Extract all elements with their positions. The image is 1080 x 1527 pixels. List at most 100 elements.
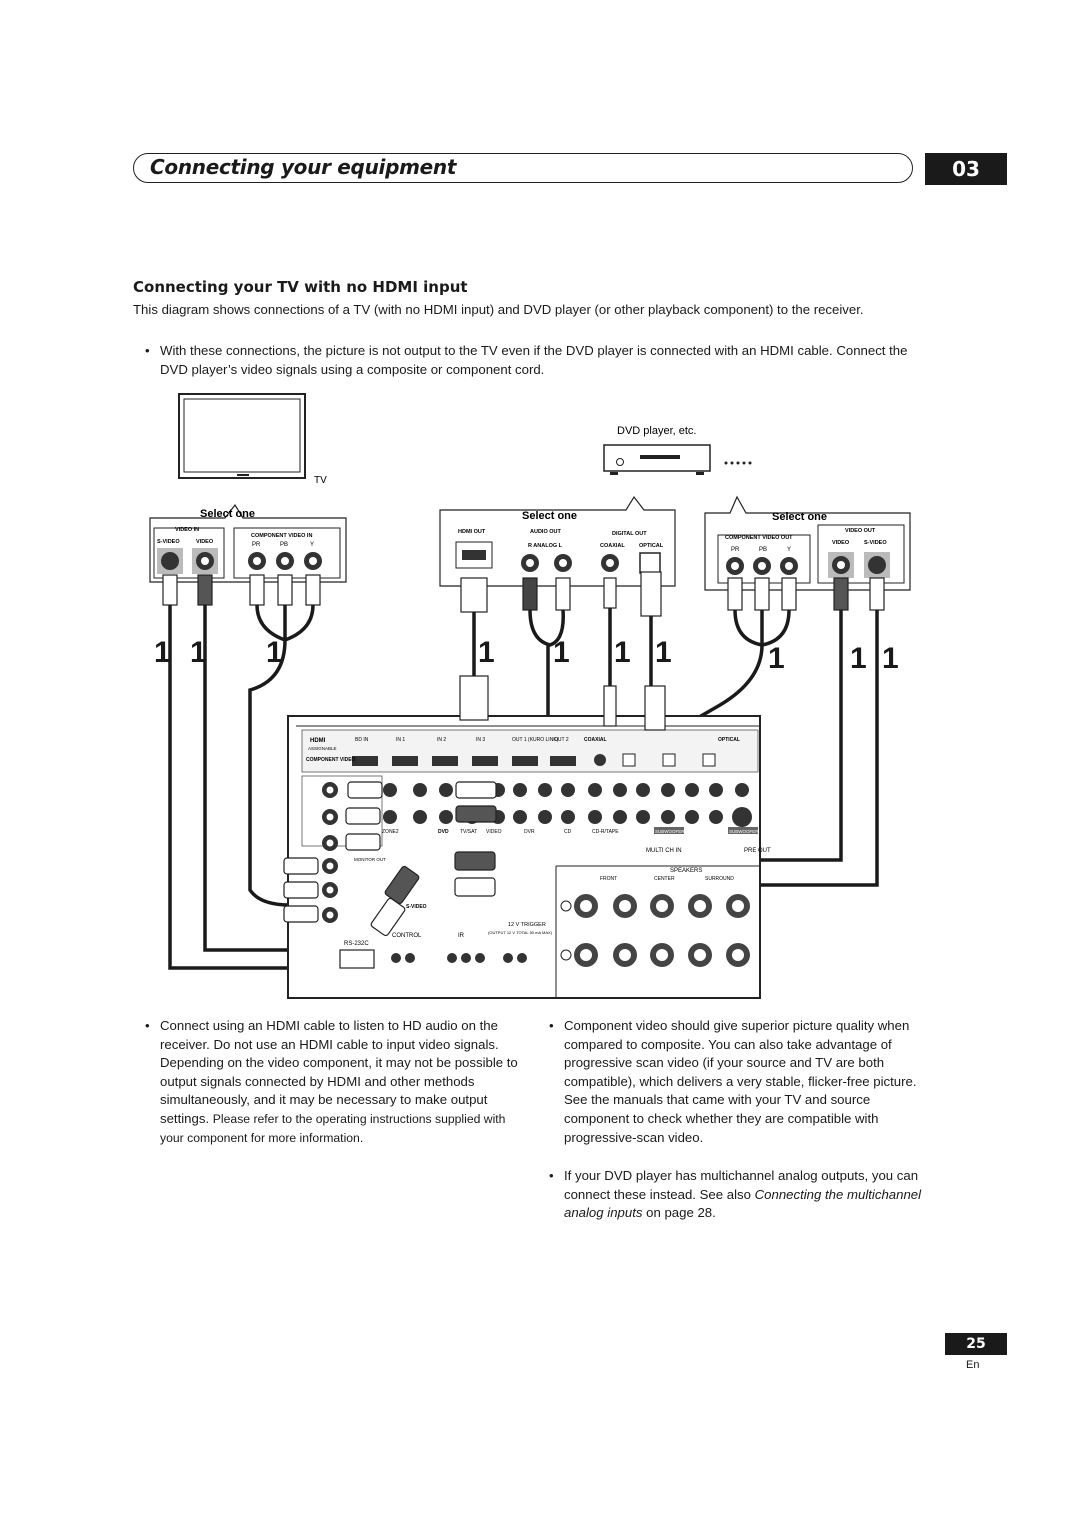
- svg-text:PR: PR: [731, 547, 740, 553]
- svg-text:Y: Y: [310, 542, 314, 548]
- marker-dvd-coaxial: 1: [614, 636, 631, 669]
- tv-label: TV: [314, 475, 327, 486]
- svg-text:VIDEO IN: VIDEO IN: [175, 527, 199, 533]
- note-bullet: •With these connections, the picture is …: [133, 342, 918, 379]
- svg-text:SURROUND: SURROUND: [705, 876, 734, 882]
- svg-text:R ANALOG L: R ANALOG L: [528, 543, 563, 549]
- speaker-terminals: [560, 894, 750, 967]
- svg-text:IR: IR: [458, 933, 465, 939]
- svg-text:AUDIO OUT: AUDIO OUT: [530, 529, 562, 535]
- component-bullet-text: Component video should give superior pic…: [564, 1018, 917, 1145]
- select-one-tv: Select one: [200, 508, 255, 520]
- tv-input-panel: Select one VIDEO IN S-VIDEO VIDEO COMPON…: [149, 503, 347, 583]
- svg-text:RS-232C: RS-232C: [344, 941, 369, 947]
- svg-text:ZONE2: ZONE2: [382, 829, 399, 835]
- svg-text:SUBWOOFER: SUBWOOFER: [655, 829, 685, 834]
- svg-text:CENTER: CENTER: [654, 876, 675, 882]
- svg-text:COMPONENT VIDEO OUT: COMPONENT VIDEO OUT: [725, 535, 793, 541]
- svg-text:OPTICAL: OPTICAL: [718, 737, 740, 743]
- multichannel-bullet: • If your DVD player has multichannel an…: [537, 1167, 922, 1223]
- dvd-audio-panel: Select one HDMI OUT AUDIO OUT R ANALOG L…: [439, 495, 676, 587]
- svg-text:OPTICAL: OPTICAL: [639, 543, 664, 549]
- svg-text:DIGITAL OUT: DIGITAL OUT: [612, 531, 647, 537]
- marker-dvd-svideo: 1: [882, 642, 899, 675]
- svg-text:SPEAKERS: SPEAKERS: [670, 868, 702, 874]
- svg-text:VIDEO: VIDEO: [832, 540, 850, 546]
- marker-dvd-optical: 1: [655, 636, 672, 669]
- receiver-plugs: [283, 675, 666, 937]
- svg-text:S-VIDEO: S-VIDEO: [864, 540, 887, 546]
- svg-text:COAXIAL: COAXIAL: [584, 737, 607, 743]
- note-text: With these connections, the picture is n…: [160, 343, 908, 377]
- marker-tv-video: 1: [190, 636, 207, 669]
- marker-dvd-component: 1: [768, 642, 785, 675]
- page-number: 25: [945, 1333, 1007, 1355]
- svg-text:VIDEO OUT: VIDEO OUT: [845, 528, 876, 534]
- tv-illustration: TV: [178, 393, 327, 486]
- svg-text:CD-R/TAPE: CD-R/TAPE: [592, 829, 619, 835]
- hdmi-bullet-detail-main: Depending on the video component, it may…: [160, 1055, 518, 1126]
- svg-text:PRE OUT: PRE OUT: [744, 848, 771, 854]
- svg-text:MULTI CH IN: MULTI CH IN: [646, 848, 682, 854]
- svg-text:MONITOR OUT: MONITOR OUT: [354, 857, 386, 862]
- dvd-video-panel: Select one COMPONENT VIDEO OUT PR PB Y V…: [704, 495, 911, 591]
- svg-text:CD: CD: [564, 829, 572, 835]
- svg-text:S-VIDEO: S-VIDEO: [157, 539, 180, 545]
- hdmi-bullet-text: Connect using an HDMI cable to listen to…: [160, 1018, 499, 1052]
- multichannel-bullet-text: If your DVD player has multichannel anal…: [564, 1167, 922, 1223]
- svg-text:IN 1: IN 1: [396, 737, 405, 743]
- hdmi-bullet-detail-small: Please refer to the operating instructio…: [160, 1111, 506, 1145]
- svg-text:VIDEO: VIDEO: [486, 829, 502, 835]
- svg-text:IN 2: IN 2: [437, 737, 446, 743]
- multichannel-link[interactable]: Connecting the multichannel analog input…: [564, 1186, 922, 1221]
- cable-plugs: [162, 571, 885, 617]
- svg-text:IN 3: IN 3: [476, 737, 485, 743]
- marker-tv-component: 1: [266, 636, 283, 669]
- svg-text:OUT 1 (KURO LINK): OUT 1 (KURO LINK): [512, 737, 559, 743]
- receiver-rear-panel: HDMI ASSIGNABLE BD IN IN 1 IN 2 IN 3 OUT…: [287, 715, 771, 999]
- direction-markers: 1 1 1 1 1 1 1 1 1 1: [154, 636, 899, 675]
- multichannel-suffix: on page 28.: [646, 1205, 716, 1221]
- svg-text:COMPONENT VIDEO IN: COMPONENT VIDEO IN: [251, 533, 312, 539]
- svg-text:CONTROL: CONTROL: [392, 933, 422, 939]
- svg-text:BD IN: BD IN: [355, 737, 369, 743]
- svg-text:SUBWOOFER: SUBWOOFER: [729, 829, 759, 834]
- svg-text:PB: PB: [759, 547, 767, 553]
- hdmi-bullet-detail: Depending on the video component, it may…: [160, 1054, 518, 1147]
- intro-paragraph: This diagram shows connections of a TV (…: [133, 302, 864, 317]
- dvd-player-illustration: DVD player, etc.: [603, 425, 752, 475]
- language-code: En: [966, 1359, 980, 1371]
- svg-text:VIDEO: VIDEO: [196, 539, 214, 545]
- svg-text:(OUTPUT 12 V TOTAL 50 mA MAX): (OUTPUT 12 V TOTAL 50 mA MAX): [488, 930, 553, 935]
- svg-text:FRONT: FRONT: [600, 876, 617, 882]
- svg-text:TV/SAT: TV/SAT: [460, 829, 477, 835]
- chapter-title: Connecting your equipment: [150, 155, 457, 179]
- svg-text:COAXIAL: COAXIAL: [600, 543, 625, 549]
- svg-text:Y: Y: [787, 547, 791, 553]
- svg-text:COMPONENT VIDEO: COMPONENT VIDEO: [306, 757, 356, 763]
- svg-text:HDMI: HDMI: [310, 738, 326, 744]
- marker-tv-svideo: 1: [154, 636, 171, 669]
- chapter-header-frame: [133, 153, 913, 183]
- svg-text:S-VIDEO: S-VIDEO: [406, 904, 427, 910]
- svg-text:PB: PB: [280, 542, 288, 548]
- marker-dvd-audio: 1: [553, 636, 570, 669]
- svg-text:DVR: DVR: [524, 829, 535, 835]
- svg-text:PR: PR: [252, 542, 261, 548]
- hdmi-bullet: • Connect using an HDMI cable to listen …: [133, 1017, 518, 1147]
- select-one-dvd: Select one: [522, 510, 577, 522]
- marker-dvd-hdmi: 1: [478, 636, 495, 669]
- section-title: Connecting your TV with no HDMI input: [133, 278, 468, 296]
- dvd-label: DVD player, etc.: [617, 425, 696, 437]
- svg-text:HDMI OUT: HDMI OUT: [458, 529, 486, 535]
- multichannel-prefix: If your DVD player has multichannel anal…: [564, 1168, 919, 1202]
- svg-text:ASSIGNABLE: ASSIGNABLE: [308, 746, 337, 751]
- svg-text:DVD: DVD: [438, 829, 449, 835]
- component-bullet: • Component video should give superior p…: [537, 1017, 922, 1147]
- select-one-dvd-video: Select one: [772, 511, 827, 523]
- marker-dvd-video: 1: [850, 642, 867, 675]
- chapter-number: 03: [925, 153, 1007, 185]
- svg-text:OUT 2: OUT 2: [554, 737, 569, 743]
- svg-text:12 V TRIGGER: 12 V TRIGGER: [508, 922, 546, 928]
